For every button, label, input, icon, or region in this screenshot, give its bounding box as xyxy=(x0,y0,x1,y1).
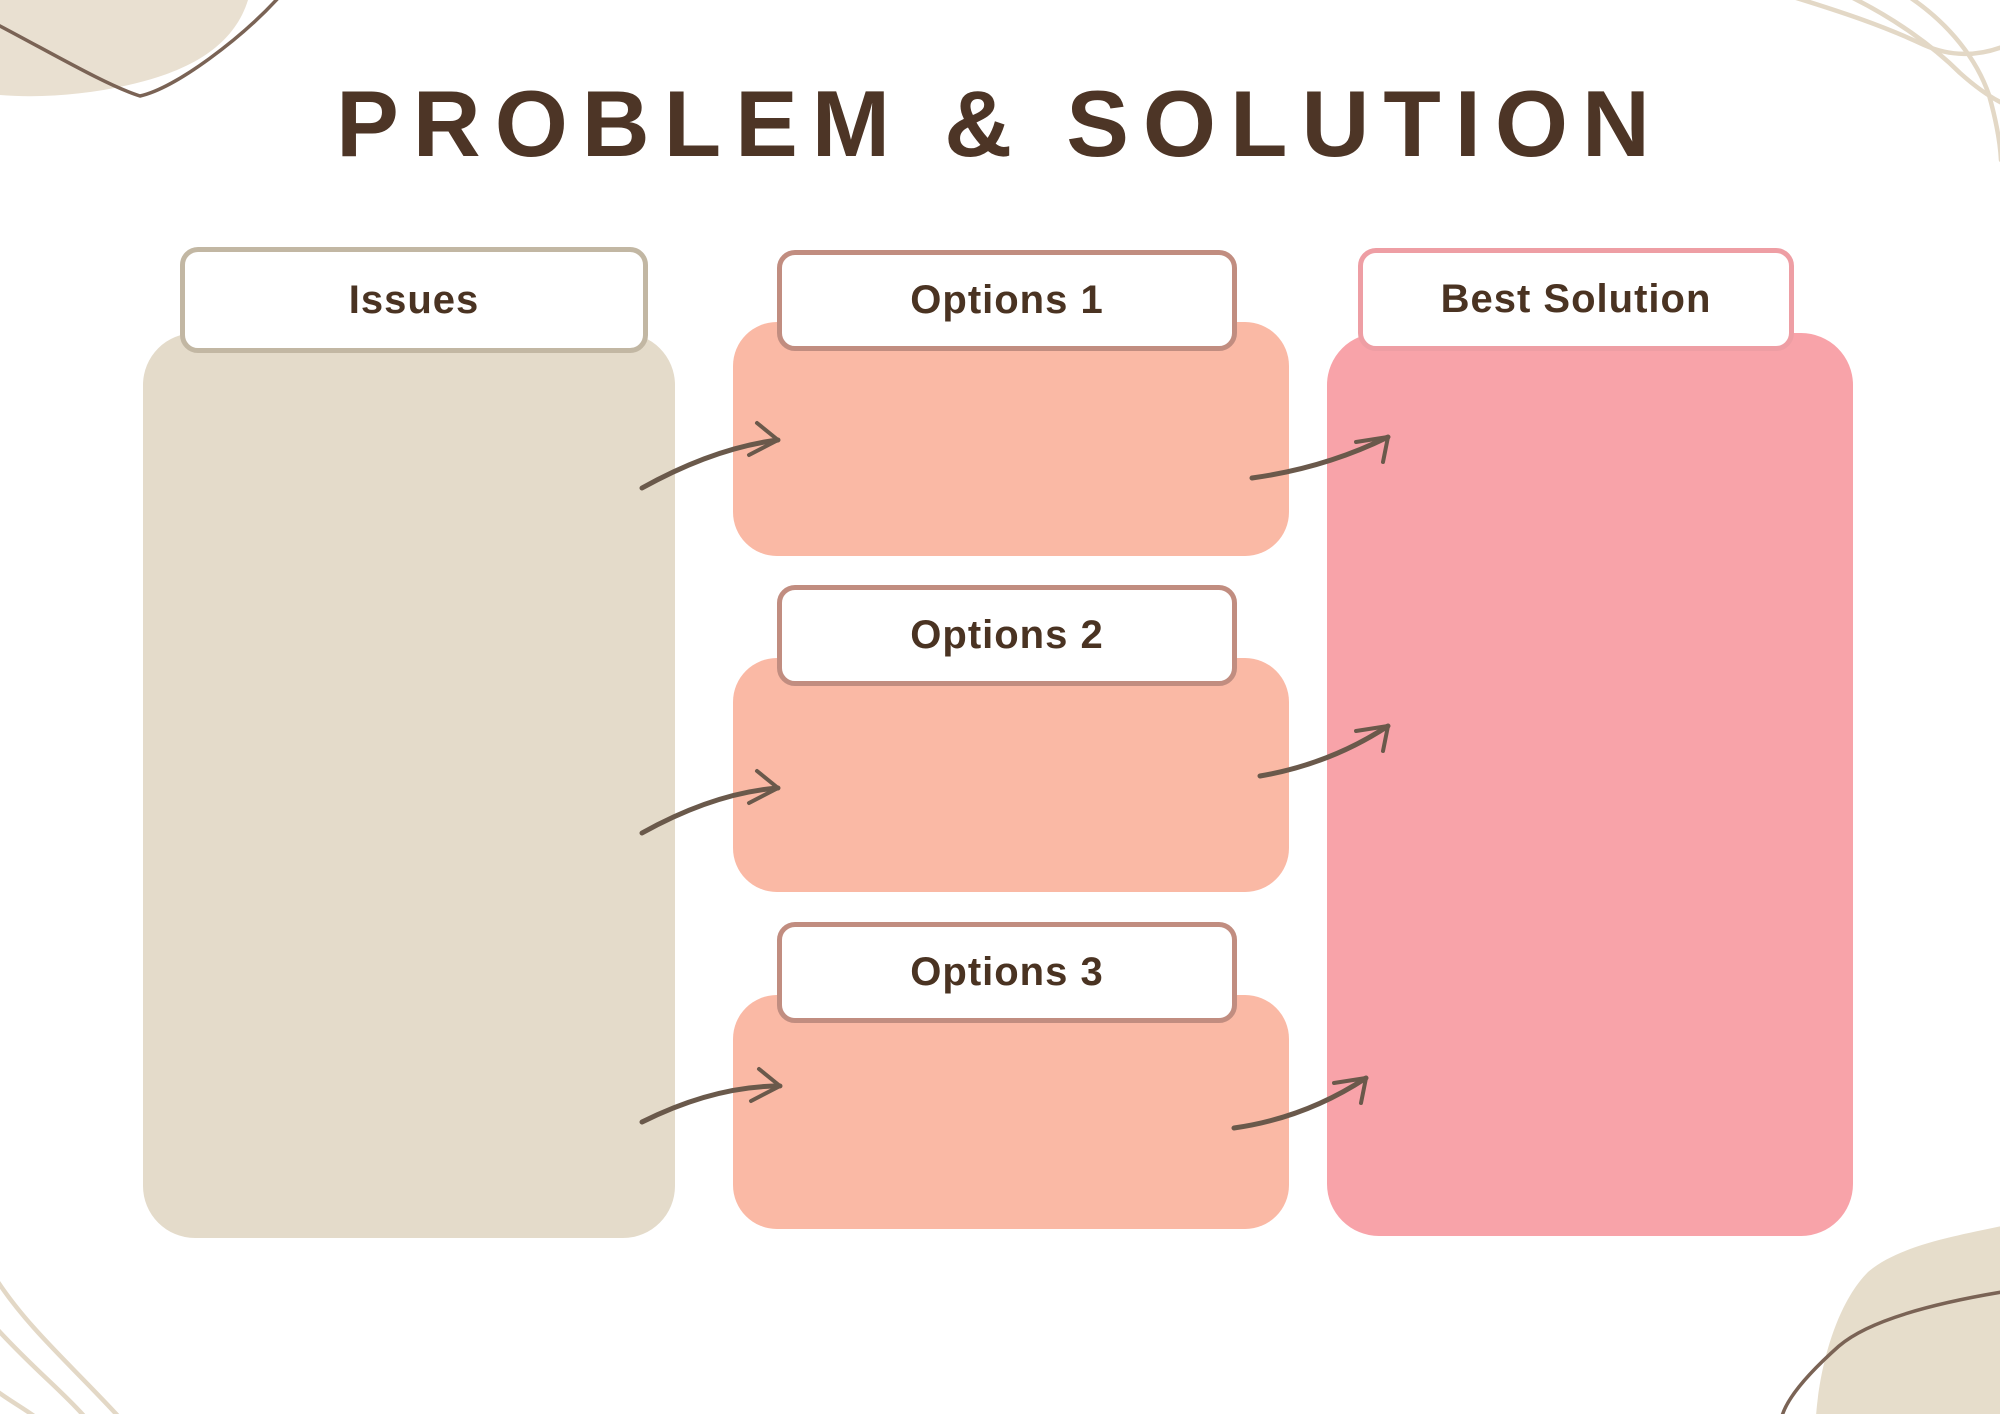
option2-panel xyxy=(733,658,1289,892)
page-title: PROBLEM & SOLUTION xyxy=(336,71,1664,176)
option2-label-text: Options 2 xyxy=(910,613,1104,657)
curve-line-bottom-right-icon xyxy=(1780,1290,2000,1414)
option2-label: Options 2 xyxy=(777,585,1237,686)
option3-label-text: Options 3 xyxy=(910,950,1104,994)
issues-label: Issues xyxy=(180,247,648,353)
option1-label-text: Options 1 xyxy=(910,278,1104,322)
wavy-lines-bottom-left-icon xyxy=(0,1280,120,1414)
blob-bottom-right-icon xyxy=(1816,1226,2000,1414)
issues-label-text: Issues xyxy=(348,277,480,322)
option3-label: Options 3 xyxy=(777,922,1237,1023)
best-solution-label-text: Best Solution xyxy=(1440,277,1712,321)
option1-panel xyxy=(733,322,1289,556)
issues-panel xyxy=(143,333,675,1238)
option3-panel xyxy=(733,995,1289,1229)
best-solution-label: Best Solution xyxy=(1358,248,1794,351)
best-solution-panel xyxy=(1327,333,1853,1236)
option1-label: Options 1 xyxy=(777,250,1237,351)
